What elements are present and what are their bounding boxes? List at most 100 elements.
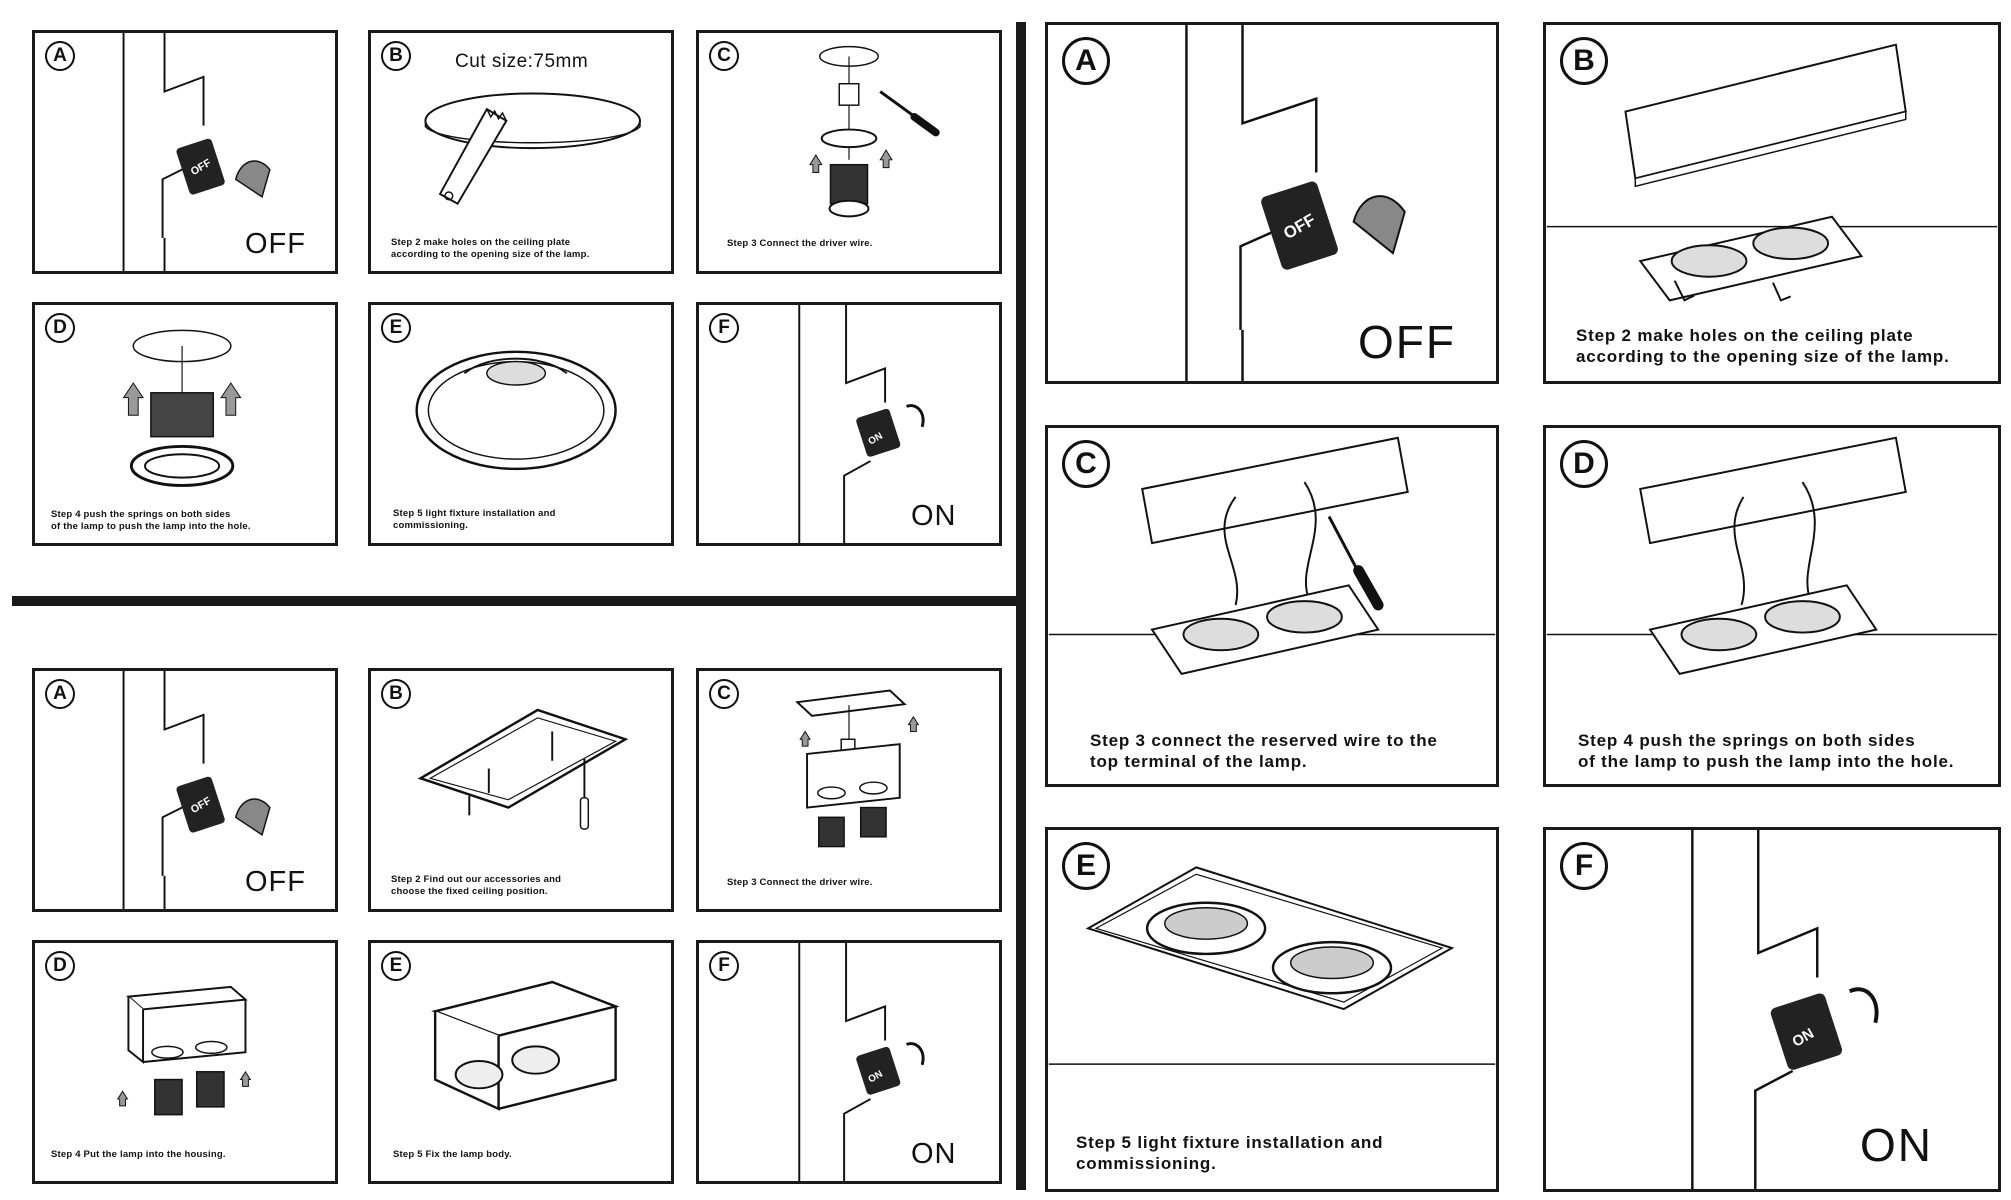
- bottom-panel-e: E Step 5 Fix the lamp body.: [368, 940, 674, 1184]
- rocker-switch-icon: [176, 138, 225, 195]
- step-badge: F: [1560, 842, 1608, 890]
- step-badge: C: [1062, 440, 1110, 488]
- wire-icon: [1223, 496, 1239, 606]
- push-springs-illustration: [122, 329, 242, 487]
- step-badge: A: [45, 679, 75, 709]
- ceiling-plate-illustration: [417, 708, 629, 830]
- switch-on-illustration: ON: [798, 305, 925, 543]
- spring-icon: [1673, 280, 1695, 302]
- wire-icon: [1303, 481, 1317, 601]
- switch-state-label: ON: [911, 1138, 957, 1170]
- top-panel-c: C Step 3 Connect the driver wire.: [696, 30, 1002, 274]
- up-arrow-icon: [239, 1070, 252, 1087]
- rotate-arrow-icon: [1848, 987, 1879, 1024]
- bottom-panel-b: B Step 2 Find out our accessories and ch…: [368, 668, 674, 912]
- lamp-icon: [154, 1078, 183, 1116]
- bottom-panel-f: F ON ON: [696, 940, 1002, 1184]
- driver-wire-housing-illustration: [795, 689, 920, 848]
- step-caption: Step 3 connect the reserved wire to the …: [1090, 731, 1438, 771]
- switch-off-illustration: OFF: [122, 33, 271, 271]
- up-arrow-icon: [220, 382, 242, 416]
- step-caption: Step 2 make holes on the ceiling plate a…: [391, 237, 590, 260]
- switch-state-label: OFF: [245, 228, 306, 260]
- rocker-switch-icon: [856, 408, 901, 457]
- step-badge: B: [381, 679, 411, 709]
- step-badge: C: [709, 679, 739, 709]
- wire-icon: [1733, 496, 1746, 606]
- step-caption: Step 2 Find out our accessories and choo…: [391, 874, 562, 897]
- reserved-wire-illustration: [1048, 436, 1496, 675]
- step-badge: E: [1062, 842, 1110, 890]
- fixed-lamp-body-illustration: [431, 980, 620, 1111]
- bottom-panel-c: C Step 3 Connect the driver wire.: [696, 668, 1002, 912]
- step-badge: D: [45, 951, 75, 981]
- step-badge: B: [381, 41, 411, 71]
- step-badge: F: [709, 951, 739, 981]
- switch-on-illustration: ON: [1691, 830, 1879, 1189]
- switch-off-illustration: OFF: [1185, 25, 1406, 381]
- step-badge: A: [45, 41, 75, 71]
- rotate-arrow-icon: [1352, 195, 1406, 255]
- horizontal-divider: [12, 596, 1020, 606]
- large-panel-d: D Step 4 push the springs on both sides …: [1543, 425, 2001, 787]
- up-arrow-icon: [879, 149, 893, 169]
- switch-on-illustration: ON: [798, 943, 925, 1181]
- top-panel-b: B Cut size:75mm Step 2 make holes on the…: [368, 30, 674, 274]
- up-arrow-icon: [122, 382, 144, 416]
- large-panel-a: A OFF OFF: [1045, 22, 1499, 384]
- step-badge: C: [709, 41, 739, 71]
- top-panel-d: D Step 4 push the springs on both sides …: [32, 302, 338, 546]
- lamp-icon: [829, 163, 869, 205]
- rocker-switch-icon: [1261, 181, 1338, 270]
- step-caption: Step 3 Connect the driver wire.: [727, 238, 873, 249]
- lamp-into-housing-illustration: [116, 985, 252, 1116]
- bottom-panel-d: D Step 4 Put the lamp into the housing.: [32, 940, 338, 1184]
- rocker-switch-icon: [1770, 993, 1843, 1070]
- top-panel-f: F ON ON: [696, 302, 1002, 546]
- step-badge: A: [1062, 37, 1110, 85]
- lamp-icon: [859, 806, 887, 838]
- switch-state-label: OFF: [1358, 316, 1456, 368]
- spring-icon: [1772, 282, 1792, 302]
- up-arrow-icon: [907, 715, 920, 732]
- lamp-icon: [195, 1071, 225, 1108]
- step-caption: Step 3 Connect the driver wire.: [727, 877, 873, 888]
- step-badge: D: [1560, 440, 1608, 488]
- bottom-panel-a: A OFF OFF: [32, 668, 338, 912]
- step-caption: Step 4 Put the lamp into the housing.: [51, 1149, 226, 1160]
- installed-fixture-illustration: [1048, 866, 1496, 1065]
- switch-state-label: ON: [911, 500, 957, 532]
- step-caption: Step 5 light fixture installation and co…: [1076, 1133, 1384, 1173]
- lamp-icon: [818, 816, 845, 848]
- installed-fixture-illustration: [415, 350, 617, 471]
- rocker-switch-icon: [856, 1046, 901, 1095]
- ceiling-hole-illustration: [424, 92, 641, 206]
- large-panel-b: B Step 2 make holes on the ceiling plate…: [1543, 22, 2001, 384]
- step-badge: B: [1560, 37, 1608, 85]
- switch-off-illustration: OFF: [122, 671, 271, 909]
- up-arrow-icon: [799, 730, 811, 747]
- wire-icon: [1801, 481, 1816, 601]
- rotate-arrow-icon: [906, 1042, 925, 1066]
- step-caption: Step 2 make holes on the ceiling plate a…: [1576, 326, 1950, 366]
- step-badge: E: [381, 951, 411, 981]
- rocker-switch-icon: [176, 776, 225, 833]
- driver-box-icon: [838, 82, 860, 106]
- lamp-icon: [150, 392, 215, 438]
- top-panel-e: E Step 5 light fixture installation and …: [368, 302, 674, 546]
- rotate-arrow-icon: [234, 160, 271, 199]
- cut-size-label: Cut size:75mm: [455, 51, 589, 72]
- switch-state-label: OFF: [245, 866, 306, 898]
- up-arrow-icon: [809, 153, 823, 173]
- step-caption: Step 5 Fix the lamp body.: [393, 1149, 512, 1160]
- rotate-arrow-icon: [906, 404, 925, 428]
- large-panel-c: C Step 3 connect the reserved wire to th…: [1045, 425, 1499, 787]
- rotate-arrow-icon: [234, 798, 271, 837]
- top-panel-a: A OFF OFF: [32, 30, 338, 274]
- push-springs-illustration: [1546, 436, 1998, 675]
- switch-state-label: ON: [1860, 1119, 1933, 1171]
- step-badge: D: [45, 313, 75, 343]
- ceiling-hole-illustration: [1546, 43, 1998, 302]
- large-panel-f: F ON ON: [1543, 827, 2001, 1192]
- driver-wire-illustration: [809, 45, 940, 218]
